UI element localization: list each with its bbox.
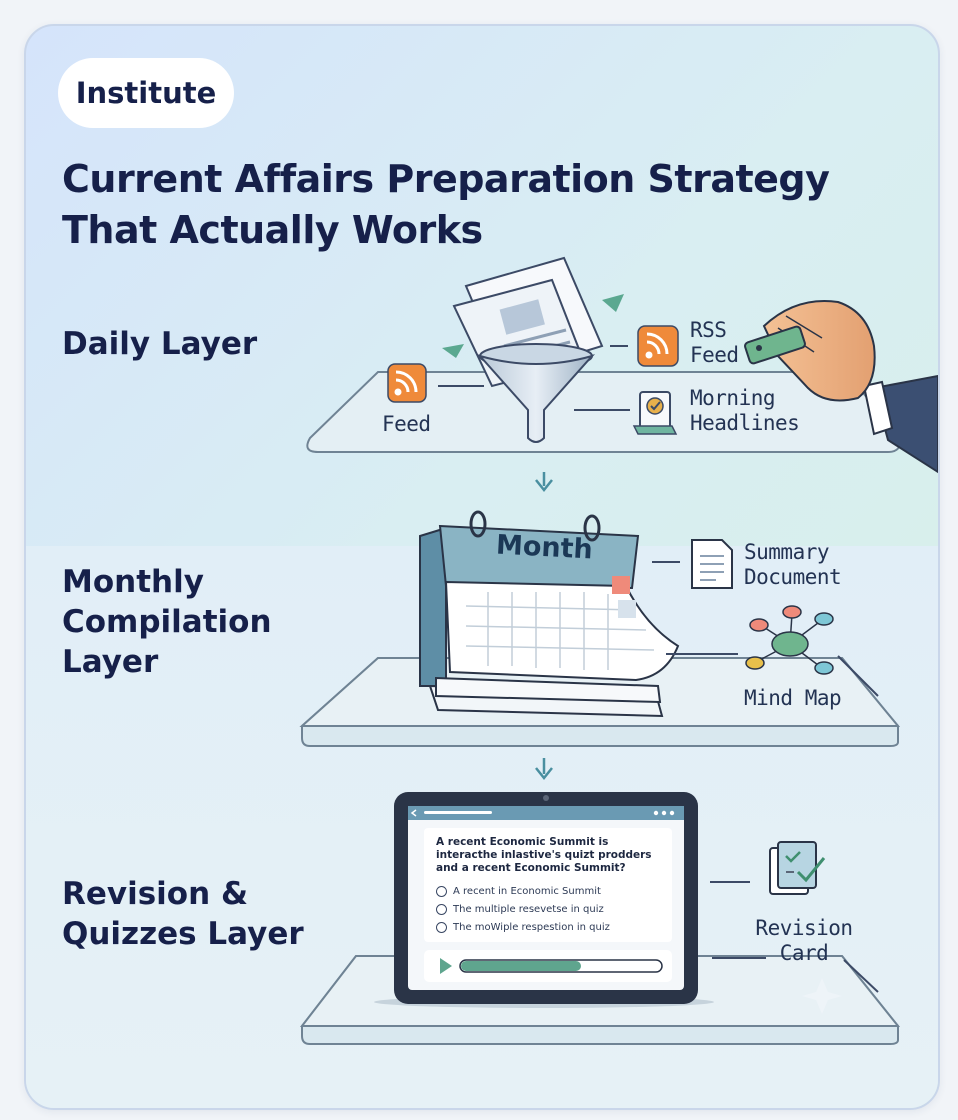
tag-icon — [744, 325, 806, 365]
headlines-check-icon — [632, 391, 678, 435]
calendar-title: Month — [495, 529, 594, 566]
funnel-icon — [476, 343, 596, 443]
institute-badge: Institute — [58, 58, 234, 128]
feed-rss-icon — [387, 363, 427, 403]
quiz-option[interactable]: A recent in Economic Summit — [436, 886, 601, 897]
calendar-icon — [419, 510, 680, 718]
rss-feed-label: RSS Feed — [690, 318, 739, 367]
quiz-option[interactable]: The multiple resevetse in quiz — [436, 904, 604, 915]
hand-illustration — [762, 300, 938, 474]
quiz-option-text: A recent in Economic Summit — [453, 886, 601, 897]
arrow-down-icon — [535, 472, 553, 493]
monthly-layer-label: Monthly Compilation Layer — [62, 564, 272, 680]
radio-button[interactable] — [436, 904, 447, 915]
quiz-option-text: The moWiple respestion in quiz — [453, 922, 610, 933]
quiz-question: A recent Economic Summit is interacthe i… — [436, 836, 652, 874]
play-icon — [440, 958, 452, 974]
revision-layer-label: Revision & Quizzes Layer — [62, 876, 304, 952]
tablet-device — [374, 792, 714, 1008]
page-title: Current Affairs Preparation Strategy Tha… — [62, 157, 830, 252]
radio-button[interactable] — [436, 922, 447, 933]
institute-badge-text: Institute — [75, 76, 217, 110]
diagram-art — [299, 256, 938, 1045]
infographic-card: Institute Current Affairs Preparation St… — [24, 24, 940, 1110]
revision-card-icon — [769, 841, 826, 895]
quiz-option-text: The multiple resevetse in quiz — [453, 904, 604, 915]
revision-card-label: Revision Card — [755, 916, 853, 965]
quiz-progress-bar — [459, 959, 663, 973]
radio-button[interactable] — [436, 886, 447, 897]
arrow-down-icon — [535, 758, 553, 781]
mind-map-label: Mind Map — [744, 686, 842, 710]
quiz-option[interactable]: The moWiple respestion in quiz — [436, 922, 610, 933]
document-icon — [691, 539, 733, 589]
mind-map-icon — [745, 605, 834, 675]
morning-headlines-label: Morning Headlines — [690, 386, 800, 435]
rss-feed-icon — [637, 325, 679, 367]
feed-label: Feed — [382, 412, 431, 436]
summary-document-label: Summary Document — [744, 540, 842, 589]
daily-layer-label: Daily Layer — [62, 326, 258, 362]
